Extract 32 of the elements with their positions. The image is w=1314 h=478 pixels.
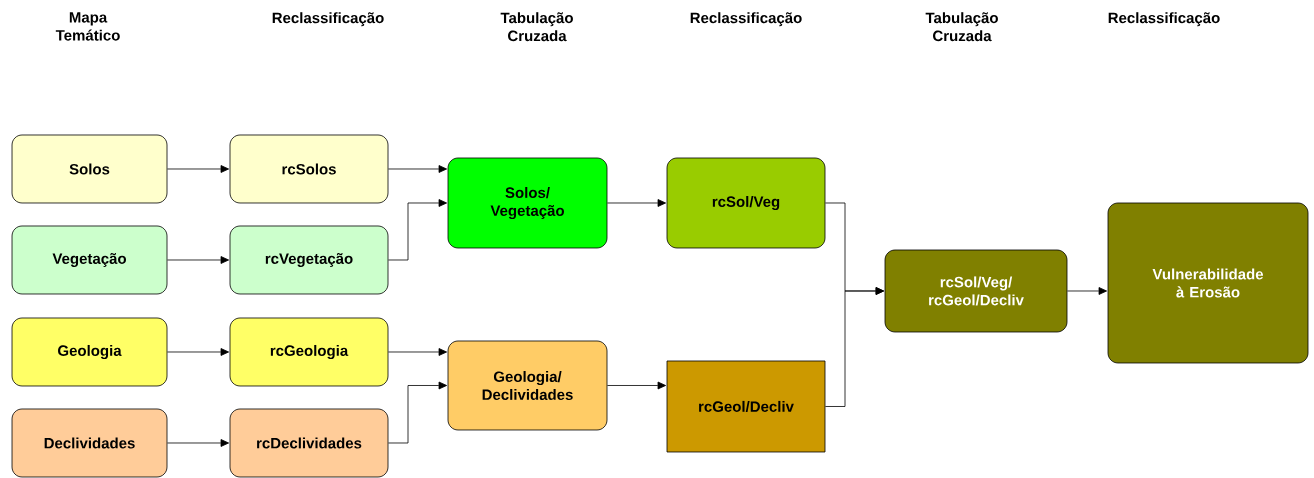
process-box: Geologia/ Declividades <box>447 340 608 431</box>
column-header: Tabulação Cruzada <box>500 12 573 42</box>
process-box: Vegetação <box>11 225 168 295</box>
process-box: rcSolos <box>229 134 389 204</box>
arrow <box>167 256 230 264</box>
process-box: rcSol/Veg/ rcGeol/Decliv <box>884 249 1068 333</box>
process-box: rcSol/Veg <box>666 157 826 249</box>
column-header: Reclassificação <box>272 12 384 27</box>
column-header: Reclassificação <box>690 12 802 27</box>
arrow <box>388 381 448 444</box>
arrow <box>607 199 666 207</box>
process-box: rcGeologia <box>229 317 389 387</box>
arrow <box>167 439 230 447</box>
column-header: Tabulação Cruzada <box>925 12 998 42</box>
arrow <box>388 348 448 356</box>
process-box: Geologia <box>11 317 168 387</box>
process-box: rcGeol/Decliv <box>666 360 826 453</box>
arrow <box>607 381 666 390</box>
column-header: Reclassificação <box>1108 12 1220 27</box>
process-box: rcVegetação <box>229 225 389 295</box>
process-box: rcDeclividades <box>229 408 389 478</box>
arrow <box>388 199 448 261</box>
process-box: Solos/ Vegetação <box>447 157 608 249</box>
arrow <box>388 165 448 173</box>
arrow <box>825 287 884 407</box>
column-header: Mapa Temático <box>55 12 120 41</box>
arrow <box>1067 287 1107 295</box>
process-box: Vulnerabilidade à Erosão <box>1107 202 1309 364</box>
arrow <box>167 165 230 173</box>
process-box: Declividades <box>11 408 168 478</box>
process-box: Solos <box>11 134 168 204</box>
arrow <box>167 348 230 356</box>
